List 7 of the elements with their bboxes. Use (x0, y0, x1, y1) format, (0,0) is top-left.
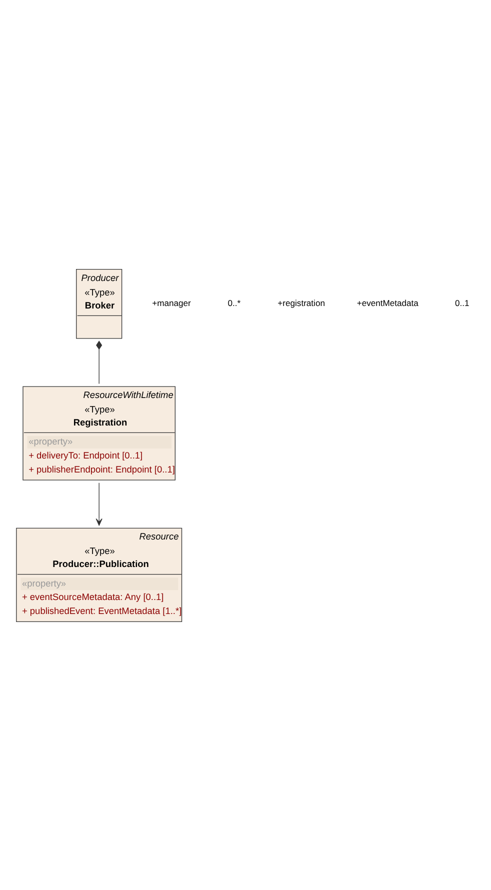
label: 0..* (228, 298, 241, 308)
label: +manager (152, 298, 191, 308)
arrow (96, 482, 102, 526)
label: +registration (278, 298, 325, 308)
label: 0..1 (454, 298, 470, 308)
label: +eventMetadata (356, 298, 418, 308)
connector (96, 340, 102, 384)
